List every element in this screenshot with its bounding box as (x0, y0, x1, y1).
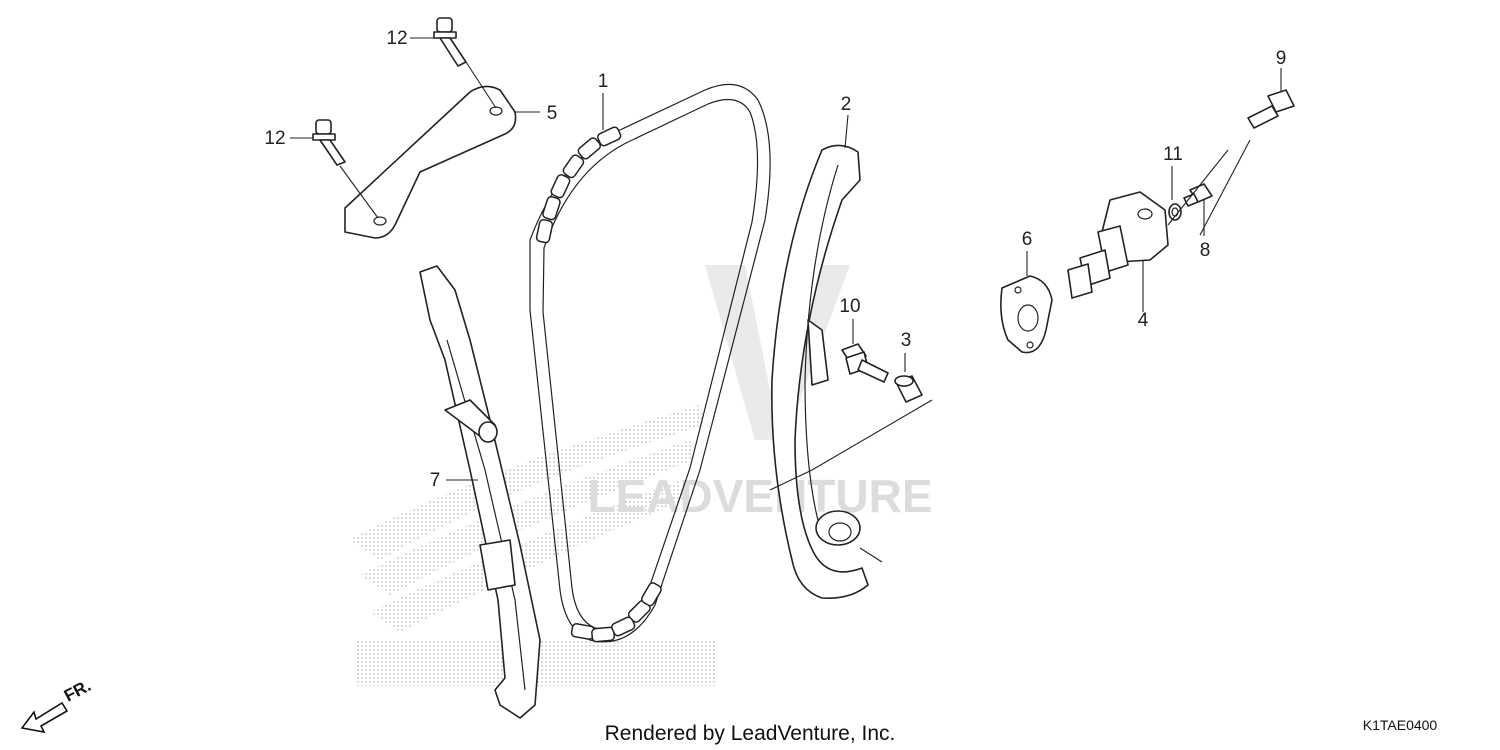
part-5-plate (344, 85, 517, 239)
part-7-cam-chain-guide (419, 265, 541, 719)
part-1-cam-chain (529, 83, 771, 643)
callout-7: 7 (430, 470, 441, 491)
leadventure-watermark: LEADVENTURE (587, 265, 933, 522)
callout-12-lower: 12 (264, 128, 285, 149)
part-12-bolt-upper (433, 17, 467, 67)
callout-3: 3 (901, 330, 912, 351)
front-direction-label: FR. (61, 676, 94, 706)
callout-5: 5 (547, 103, 558, 124)
part-6-gasket (1000, 275, 1053, 354)
callout-6: 6 (1022, 229, 1033, 250)
callout-1: 1 (598, 71, 609, 92)
diagram-code: K1TAE0400 (1363, 717, 1438, 733)
part-4-tensioner-lifter (1067, 191, 1169, 299)
part-8-bolt (1183, 183, 1213, 207)
callout-labels: 1 2 3 4 5 6 7 8 9 10 11 12 12 (264, 28, 1286, 491)
part-12-bolt-lower (312, 119, 346, 166)
chain-links-bottom (570, 582, 662, 643)
part-2-tensioner-arm (771, 144, 869, 600)
callout-9: 9 (1276, 48, 1287, 69)
callout-4: 4 (1138, 310, 1149, 331)
chain-links-top (535, 126, 622, 244)
part-9-bolt (1247, 89, 1295, 129)
part-3-collar (894, 375, 923, 403)
leader-lines (290, 37, 1282, 563)
front-arrow-icon: FR. (20, 676, 94, 734)
callout-12-upper: 12 (386, 28, 407, 49)
rendered-by-caption: Rendered by LeadVenture, Inc. (605, 722, 896, 745)
callout-10: 10 (839, 296, 860, 317)
callout-11: 11 (1163, 144, 1183, 165)
callout-2: 2 (841, 94, 852, 115)
part-10-pivot-bolt (841, 343, 889, 383)
watermark-text: LEADVENTURE (587, 470, 932, 522)
callout-8: 8 (1200, 240, 1211, 261)
part-11-washer (1168, 203, 1182, 221)
